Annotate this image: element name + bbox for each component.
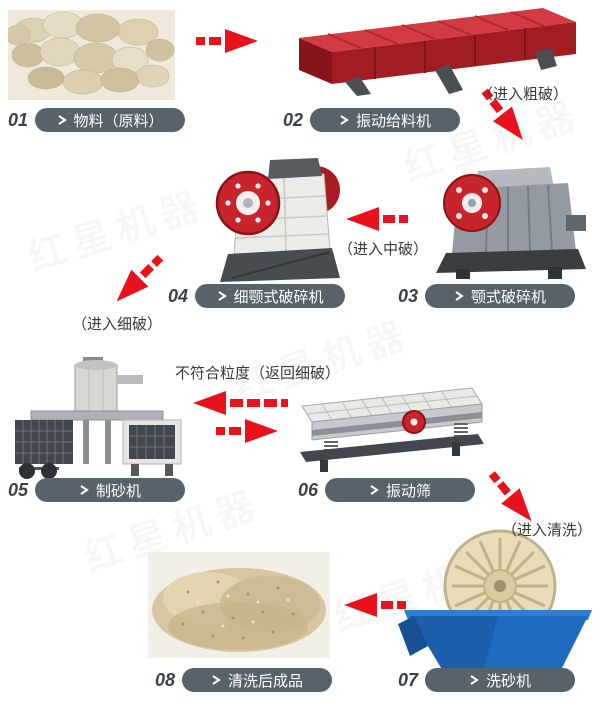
note-return-fine: 不符合粒度（返回细破） <box>175 365 341 382</box>
arrow-04-to-05 <box>103 247 171 315</box>
vibrating-feeder-illustration <box>299 8 576 96</box>
step-07: 07 洗砂机 <box>398 668 576 692</box>
step-02-pill: 振动给料机 <box>310 108 461 132</box>
note-enter-medium: （进入中破） <box>338 241 429 258</box>
step-02-label: 振动给料机 <box>356 112 432 130</box>
step-06-number: 06 <box>298 479 319 500</box>
chevron-right-icon <box>469 675 479 685</box>
arrow-01-to-02 <box>194 28 264 54</box>
note-enter-wash: （进入清洗） <box>502 522 593 539</box>
vibrating-screen-illustration <box>300 387 484 472</box>
chevron-right-icon <box>57 115 67 125</box>
step-07-pill: 洗砂机 <box>425 668 576 692</box>
arrow-06-to-07 <box>481 464 546 534</box>
sand-washer-illustration <box>398 529 592 676</box>
sand-making-machine-illustration <box>15 357 182 479</box>
watermark: 红星机器 <box>23 183 212 281</box>
arrow-03-to-04 <box>340 206 410 232</box>
step-02-number: 02 <box>283 109 304 130</box>
step-08-number: 08 <box>155 669 176 690</box>
step-03-label: 颚式破碎机 <box>471 288 547 306</box>
step-05-label: 制砂机 <box>96 482 142 500</box>
chevron-right-icon <box>217 291 227 301</box>
step-04-pill: 细颚式破碎机 <box>195 284 346 308</box>
step-01: 01 物料（原料） <box>8 108 186 132</box>
step-05-pill: 制砂机 <box>35 478 186 502</box>
step-04-number: 04 <box>168 285 189 306</box>
step-04: 04 细颚式破碎机 <box>168 284 346 308</box>
step-03-pill: 颚式破碎机 <box>425 284 576 308</box>
step-02: 02 振动给料机 <box>283 108 461 132</box>
step-07-label: 洗砂机 <box>486 672 532 690</box>
step-06-label: 振动筛 <box>386 482 432 500</box>
step-07-number: 07 <box>398 669 419 690</box>
step-05-number: 05 <box>8 479 29 500</box>
chevron-right-icon <box>211 675 221 685</box>
step-05: 05 制砂机 <box>8 478 186 502</box>
arrow-07-to-08 <box>338 592 408 618</box>
fine-jaw-crusher-illustration <box>215 158 340 282</box>
step-06-pill: 振动筛 <box>325 478 476 502</box>
chevron-right-icon <box>79 485 89 495</box>
step-08-label: 清洗后成品 <box>228 672 304 690</box>
step-01-number: 01 <box>8 109 29 130</box>
rock-pile-photo <box>8 10 175 100</box>
step-08-pill: 清洗后成品 <box>182 668 333 692</box>
note-enter-fine: （进入细破） <box>72 316 163 333</box>
step-08: 08 清洗后成品 <box>155 668 333 692</box>
chevron-right-icon <box>369 485 379 495</box>
chevron-right-icon <box>339 115 349 125</box>
washed-sand-photo <box>148 552 330 658</box>
arrow-05-to-06 <box>214 418 284 444</box>
step-03: 03 颚式破碎机 <box>398 284 576 308</box>
arrow-06-return-to-04 <box>190 390 290 416</box>
step-01-pill: 物料（原料） <box>35 108 186 132</box>
jaw-crusher-illustration <box>436 167 586 279</box>
note-enter-coarse: （进入粗破） <box>478 86 569 103</box>
step-06: 06 振动筛 <box>298 478 476 502</box>
chevron-right-icon <box>454 291 464 301</box>
step-04-label: 细颚式破碎机 <box>233 288 324 306</box>
step-03-number: 03 <box>398 285 419 306</box>
step-01-label: 物料（原料） <box>73 112 164 130</box>
arrow-02-to-03 <box>473 81 537 152</box>
